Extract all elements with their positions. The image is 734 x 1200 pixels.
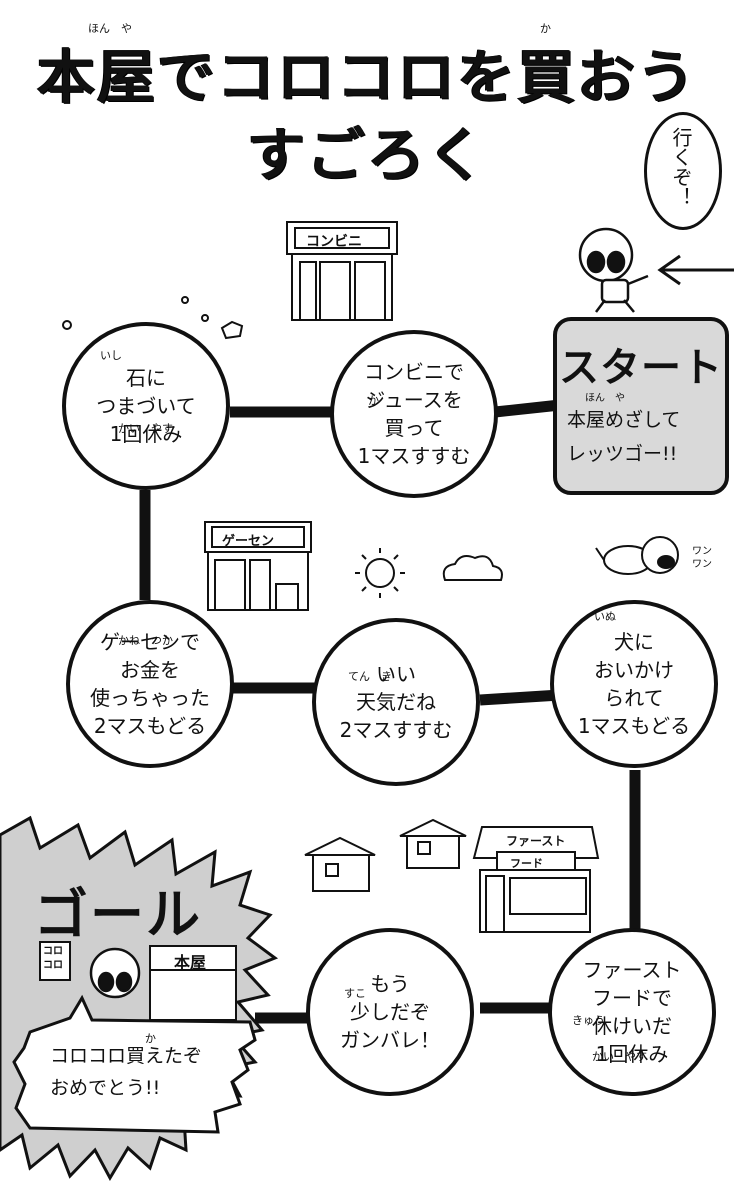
goal-title: ゴール [34,883,202,946]
cell-fastfood-ruby1: きゅう [572,1014,605,1027]
cell-gesen-ruby: かね つか [118,634,173,647]
sign-fastfood2: フード [510,857,543,870]
title-ruby-honya: ほん や [88,22,132,35]
game-center-icon [204,521,312,611]
path-lines [139,399,641,1024]
speech-text: 行くぞ！ [669,127,693,207]
cell-gesen-text: ゲーセンで お金を 使っちゃった 2マスもどる [90,630,210,738]
start-ruby: ほん や [585,393,625,404]
cell-mou-ruby: すこ [344,987,366,1000]
stones-icon [62,296,244,340]
cell-fastfood: ファースト フードで 休けいだ 1回休み [548,928,716,1096]
fastfood-shop-icon [472,826,600,933]
sign-konbini: コンビニ [306,234,362,250]
cell-fastfood-ruby2: かい やす [592,1050,647,1063]
sign-fastfood1: ファースト [506,834,566,848]
sun-icon [355,548,405,598]
house-icon-2 [399,818,467,869]
cell-tenki-text: いい 天気だね 2マスすすむ [339,662,453,742]
house-icon [304,836,376,892]
cell-gesen: ゲーセンで お金を 使っちゃった 2マスもどる [66,600,234,768]
cell-inu-ruby: いぬ [594,610,616,623]
cell-konbini-text: コンビニで ジュースを 買って 1マスすすむ [357,360,471,468]
arrow-icon [657,254,734,286]
start-title: スタート [559,345,723,391]
cell-ishi-ruby1: いし [100,349,122,362]
goal-ruby: か [145,1032,156,1045]
cell-fastfood-text: ファースト フードで 休けいだ 1回休み [582,958,682,1066]
cloud-icon [442,555,503,581]
cell-mou: もう 少しだぞ ガンバレ！ [306,928,474,1096]
sign-wanwan: ワン ワン [692,546,712,570]
cell-tenki-ruby: てん き [348,670,392,683]
start-square: スタート ほん や 本屋めざして レッツゴー!! [553,317,729,495]
cell-tenki: いい 天気だね 2マスすすむ [312,618,480,786]
goal-speech-bubble [12,994,257,1134]
title-line1: 本屋でコロコロを買おう [36,43,697,111]
cell-mou-text: もう 少しだぞ ガンバレ！ [340,972,440,1052]
goal-text: コロコロ買えたぞ おめでとう!! [50,1045,203,1099]
goal-character-icon [89,947,141,999]
convenience-store-icon [286,221,398,321]
bookstore-icon [39,941,237,1021]
sign-honya: 本屋 [174,953,207,972]
cell-ishi-ruby2: かい やす [118,422,173,435]
sign-gesen: ゲーセン [222,534,275,549]
dog-icon [595,536,679,575]
cell-inu-text: 犬に おいかけ られて 1マスもどる [577,630,691,738]
cell-konbini-ruby: か [368,394,379,407]
start-text: 本屋めざして レッツゴー!! [567,409,681,465]
sign-koro: コロ コロ [43,946,63,971]
cell-inu: 犬に おいかけ られて 1マスもどる [550,600,718,768]
cell-ishi-text: 石に つまづいて 1回休み [96,366,196,446]
title-ruby-ka: か [540,22,551,35]
speech-bubble: 行くぞ！ [644,112,722,230]
boy-character-icon [578,227,649,313]
cell-ishi: 石に つまづいて 1回休み [62,322,230,490]
cell-konbini: コンビニで ジュースを 買って 1マスすすむ [330,330,498,498]
title-line2: すごろく [246,121,487,189]
